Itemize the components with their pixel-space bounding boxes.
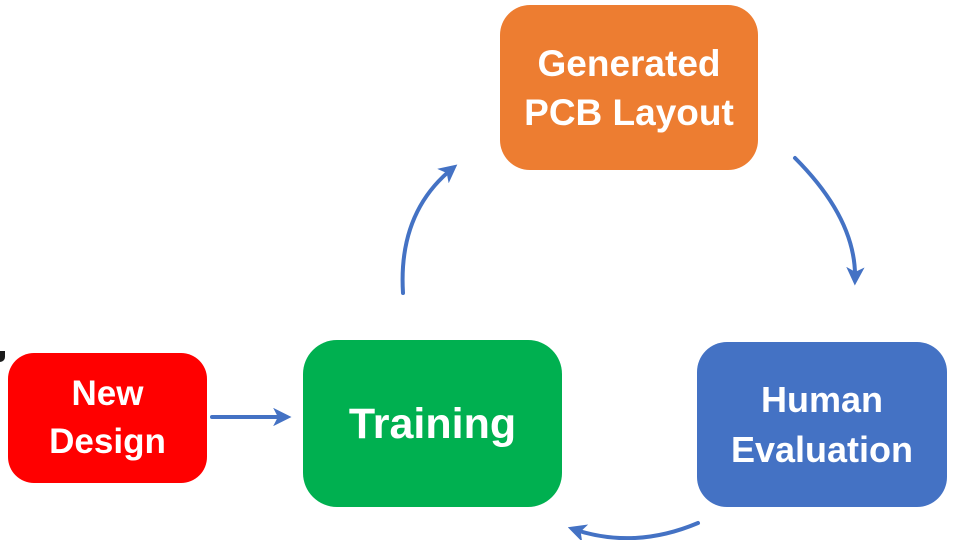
node-label-line: New <box>71 374 144 413</box>
node-label-line: Evaluation <box>730 428 914 470</box>
node-label-line: Training <box>348 399 517 448</box>
edge-human-to-training <box>567 521 700 540</box>
node-new-design: New Design <box>8 353 207 483</box>
clipped-edge-artifact <box>0 351 5 362</box>
node-label-line: Human <box>760 378 883 420</box>
node-label-line: PCB Layout <box>524 91 734 133</box>
edge-training-to-generated <box>400 164 458 295</box>
edge-generated-to-human <box>793 156 865 286</box>
node-label-line: Design <box>49 422 166 461</box>
node-label-line: Generated <box>537 42 721 84</box>
node-training: Training <box>303 340 562 507</box>
node-generated-pcb-layout: Generated PCB Layout <box>500 5 758 170</box>
node-human-evaluation: Human Evaluation <box>697 342 947 507</box>
